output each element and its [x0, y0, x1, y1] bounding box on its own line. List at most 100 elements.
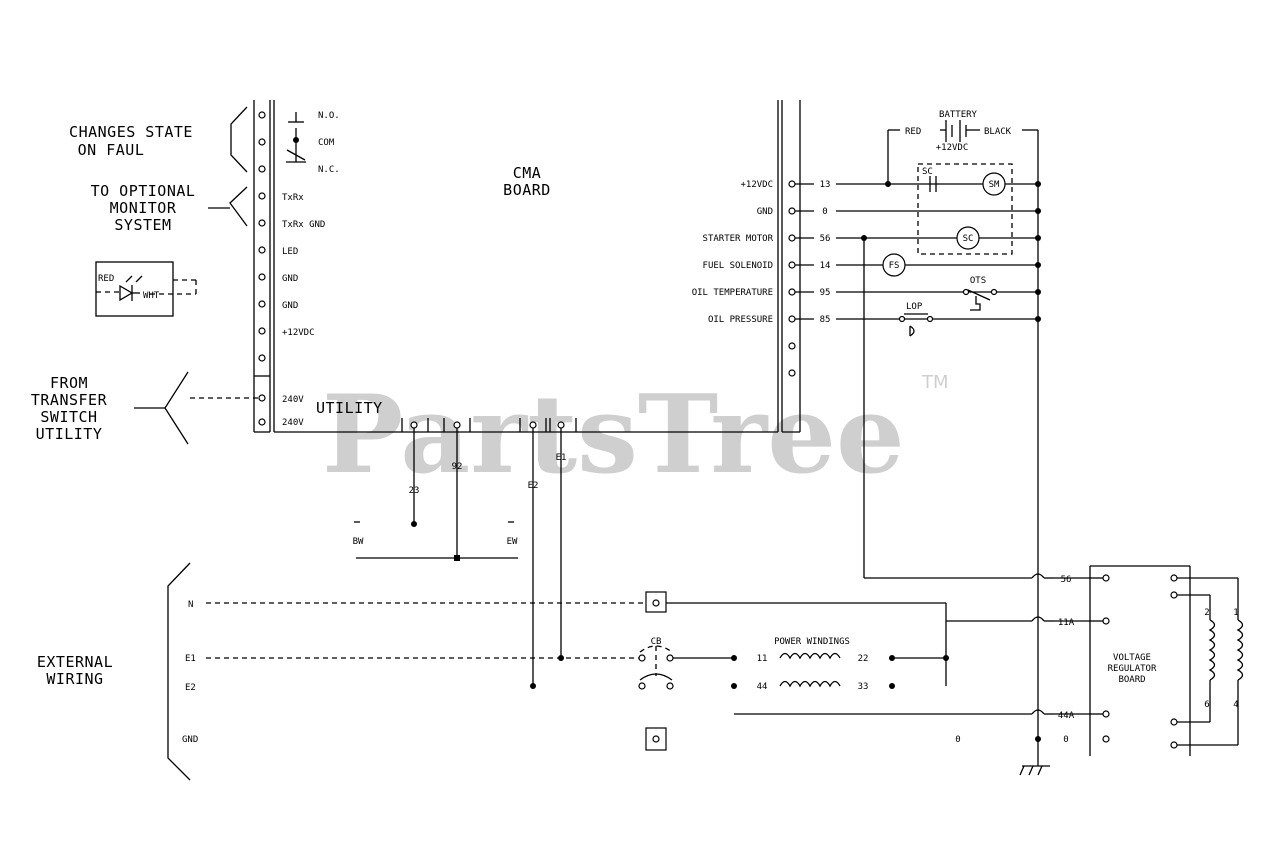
brace-changes-state — [230, 106, 248, 173]
wire-e1-label: E1 — [556, 453, 567, 463]
coil-left-bottom: 6 — [1204, 700, 1209, 710]
starter-motor-icon — [982, 172, 1006, 196]
sc-contact — [929, 176, 937, 192]
regulator-title-2: REGULATOR — [1108, 664, 1157, 674]
ground-zero-label: 0 — [955, 735, 960, 745]
ots-switch — [962, 288, 998, 311]
terminal-spare — [258, 354, 266, 362]
left-terminal-label: GND — [282, 274, 298, 284]
battery-red: RED — [905, 127, 921, 137]
battery-black: BLACK — [984, 127, 1012, 137]
external-n: N — [188, 600, 193, 610]
board-title-line1: CMA — [513, 164, 542, 182]
wire-number: 13 — [820, 180, 831, 190]
right-terminal-label: OIL PRESSURE — [708, 315, 773, 325]
cb-label: CB — [651, 637, 662, 647]
winding-33: 33 — [858, 682, 869, 692]
terminal-txrx-gnd — [258, 219, 266, 227]
wire-number: 85 — [820, 315, 831, 325]
terminal-no — [258, 111, 266, 119]
regulator-title-1: VOLTAGE — [1113, 653, 1151, 663]
regulator-wire: 11A — [1058, 618, 1075, 628]
ground-icon — [1019, 765, 1050, 776]
right-terminal-label: +12VDC — [740, 180, 773, 190]
external-line2: WIRING — [46, 670, 103, 688]
left-terminal-label: 240V — [282, 395, 304, 405]
led-inset — [95, 261, 197, 317]
bottom-terminals — [401, 418, 577, 432]
sm-label: SM — [989, 180, 1000, 190]
left-terminal-label: N.C. — [318, 165, 340, 175]
right-terminal-label: STARTER MOTOR — [703, 234, 774, 244]
battery-symbol — [887, 120, 1039, 766]
left-terminal-label: LED — [282, 247, 298, 257]
voltage-regulator-board — [1089, 565, 1191, 756]
left-terminal-label: TxRx GND — [282, 220, 325, 230]
coil-right-top: 1 — [1233, 608, 1238, 618]
external-e2: E2 — [185, 683, 196, 693]
wire-number: 56 — [820, 234, 831, 244]
wire-92-label: 92 — [452, 462, 463, 472]
cma-board — [253, 100, 801, 433]
led-red-label: RED — [98, 274, 114, 284]
terminal-nc — [258, 165, 266, 173]
terminal-240v-b — [258, 418, 266, 426]
battery-voltage: +12VDC — [936, 143, 969, 153]
coil-left — [1208, 619, 1216, 681]
regulator-wire: 56 — [1061, 575, 1072, 585]
transfer-line4: UTILITY — [36, 425, 103, 443]
bw-label: BW — [353, 537, 364, 547]
relay-contact-symbol — [286, 112, 306, 163]
monitor-line1: TO OPTIONAL — [91, 182, 196, 200]
battery-title: BATTERY — [939, 110, 978, 120]
left-terminal-label: TxRx — [282, 193, 304, 203]
ots-label: OTS — [970, 276, 986, 286]
right-terminal-circles — [788, 180, 796, 377]
terminal-com — [258, 138, 266, 146]
left-terminal-label: +12VDC — [282, 328, 315, 338]
ew-label: EW — [507, 537, 518, 547]
watermark: PartsTree — [322, 372, 905, 498]
lop-switch — [898, 313, 934, 337]
regulator-wire: 44A — [1058, 711, 1075, 721]
board-title-line2: BOARD — [503, 181, 551, 199]
monitor-line2: MONITOR — [110, 199, 177, 217]
winding-coil-top — [779, 652, 841, 660]
sc-coil-label: SC — [963, 234, 974, 244]
left-terminal-label: COM — [318, 138, 335, 148]
wire-number: 95 — [820, 288, 831, 298]
external-e1: E1 — [185, 654, 196, 664]
left-terminal-circles — [258, 111, 266, 426]
transfer-line3: SWITCH — [40, 408, 97, 426]
fs-label: FS — [889, 261, 900, 271]
terminal-gnd-1 — [258, 273, 266, 281]
terminal-led — [258, 246, 266, 254]
right-terminal-label: FUEL SOLENOID — [703, 261, 773, 271]
starter-contactor-icon — [956, 226, 980, 250]
coil-right — [1236, 619, 1244, 681]
transfer-line1: FROM — [50, 374, 88, 392]
right-terminal-label: OIL TEMPERATURE — [692, 288, 773, 298]
watermark-trademark: TM — [921, 372, 949, 393]
wire-number: 14 — [820, 261, 831, 271]
utility-label: UTILITY — [316, 399, 383, 417]
terminal-txrx — [258, 192, 266, 200]
monitor-line3: SYSTEM — [114, 216, 171, 234]
fuel-solenoid-icon — [882, 253, 906, 277]
circuit-breaker — [638, 645, 674, 690]
left-terminal-label: GND — [282, 301, 298, 311]
external-line1: EXTERNAL — [37, 653, 113, 671]
coil-right-bottom: 4 — [1233, 700, 1238, 710]
right-terminal-label: GND — [757, 207, 773, 217]
wire-number: 0 — [822, 207, 827, 217]
wire-e2-label: E2 — [528, 481, 539, 491]
terminal-12vdc — [258, 327, 266, 335]
lop-label: LOP — [906, 302, 923, 312]
winding-22: 22 — [858, 654, 869, 664]
winding-coil-bottom — [779, 680, 841, 688]
power-windings-title: POWER WINDINGS — [774, 637, 850, 647]
left-terminal-label: N.O. — [318, 111, 340, 121]
brace-transfer — [164, 371, 189, 445]
coil-left-top: 2 — [1204, 608, 1209, 618]
